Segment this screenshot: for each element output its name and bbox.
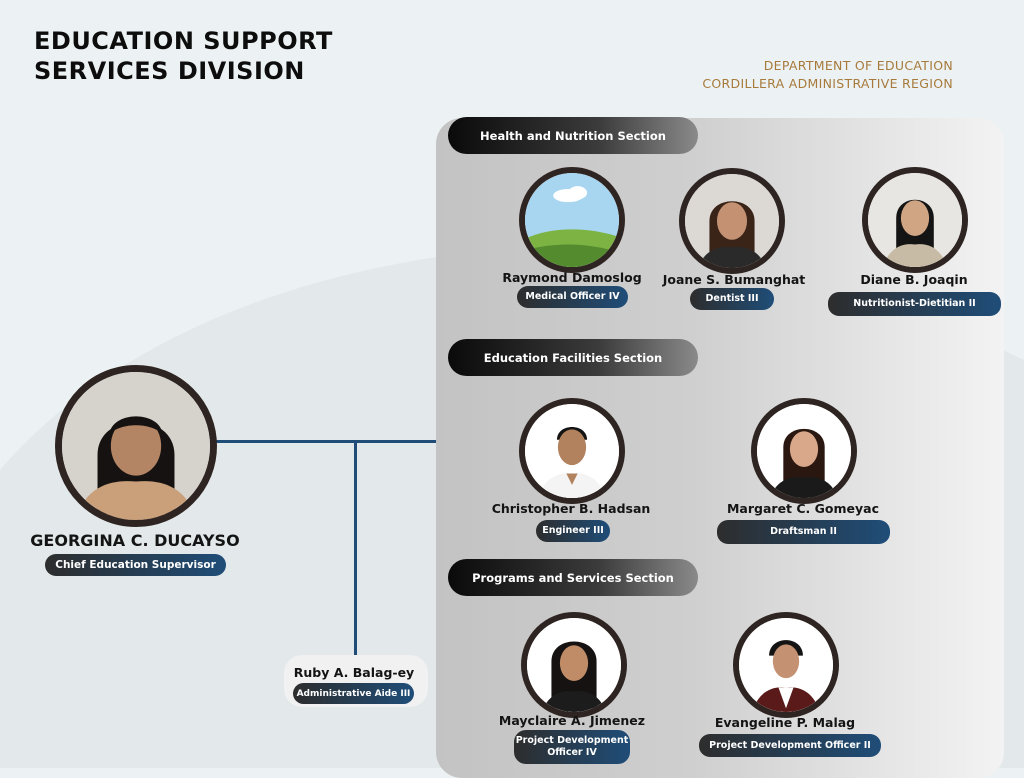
head-portrait <box>62 372 210 520</box>
member-name-margaret: Margaret C. Gomeyac <box>726 501 879 516</box>
diane-portrait <box>868 173 962 267</box>
organization-label: DEPARTMENT OF EDUCATION CORDILLERA ADMIN… <box>702 57 953 93</box>
page-title-line-2: SERVICES DIVISION <box>34 57 305 85</box>
member-role-mayclaire-line-2: Officer IV <box>547 747 597 758</box>
member-photo-joane <box>679 168 785 274</box>
connector-vertical <box>354 442 357 655</box>
member-role-mayclaire: Project Development Officer IV <box>514 730 630 764</box>
member-role-evangeline: Project Development Officer II <box>699 734 881 757</box>
member-photo-evangeline <box>733 612 839 718</box>
aide-name: Ruby A. Balag-ey <box>293 665 415 680</box>
member-photo-raymond <box>519 167 625 273</box>
member-role-diane: Nutritionist-Dietitian II <box>828 292 1001 316</box>
organization-line-1: DEPARTMENT OF EDUCATION <box>763 58 953 73</box>
section-title-education-facilities: Education Facilities Section <box>448 339 698 376</box>
joane-portrait <box>685 174 779 268</box>
member-name-evangeline: Evangeline P. Malag <box>714 715 856 730</box>
margaret-portrait <box>757 404 851 498</box>
member-role-margaret: Draftsman II <box>717 520 890 544</box>
page-title: EDUCATION SUPPORT SERVICES DIVISION <box>34 26 333 86</box>
section-title-programs-services: Programs and Services Section <box>448 559 698 596</box>
evangeline-portrait <box>739 618 833 712</box>
member-role-raymond: Medical Officer IV <box>517 286 628 308</box>
head-role-badge: Chief Education Supervisor <box>45 554 226 576</box>
member-photo-mayclaire <box>521 612 627 718</box>
aide-role-badge: Administrative Aide III <box>293 683 414 704</box>
member-photo-margaret <box>751 398 857 504</box>
page-title-line-1: EDUCATION SUPPORT <box>34 27 333 55</box>
connector-horizontal <box>212 440 436 443</box>
head-name: GEORGINA C. DUCAYSO <box>30 531 240 550</box>
mayclaire-portrait <box>527 618 621 712</box>
member-name-diane: Diane B. Joaqin <box>860 272 968 287</box>
organization-line-2: CORDILLERA ADMINISTRATIVE REGION <box>702 76 953 91</box>
member-name-mayclaire: Mayclaire A. Jimenez <box>498 713 646 728</box>
member-role-mayclaire-line-1: Project Development <box>515 735 629 746</box>
member-name-joane: Joane S. Bumanghat <box>662 272 806 287</box>
member-role-joane: Dentist III <box>690 288 774 310</box>
member-role-christopher: Engineer III <box>536 520 610 542</box>
christopher-portrait <box>525 404 619 498</box>
member-name-christopher: Christopher B. Hadsan <box>491 501 651 516</box>
section-title-health-nutrition: Health and Nutrition Section <box>448 117 698 154</box>
head-photo <box>55 365 217 527</box>
member-photo-diane <box>862 167 968 273</box>
landscape-placeholder-icon <box>525 173 619 267</box>
member-photo-christopher <box>519 398 625 504</box>
member-name-raymond: Raymond Damoslog <box>502 270 642 285</box>
